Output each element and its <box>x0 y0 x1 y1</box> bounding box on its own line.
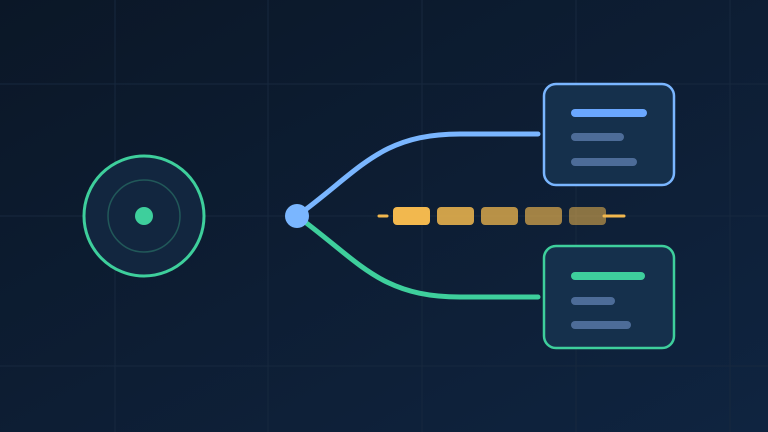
upper-card-line-3 <box>571 158 637 166</box>
lower-card-line-1 <box>571 272 645 280</box>
upper-branch-path <box>294 131 541 219</box>
upper-card-line-1 <box>571 109 647 117</box>
source-node-inner-ring <box>107 179 181 253</box>
queue-segment <box>481 207 518 225</box>
queue-segment <box>525 207 562 225</box>
lower-branch-path <box>294 213 541 300</box>
lower-card-line-3 <box>571 321 631 329</box>
queue-segment <box>437 207 474 225</box>
source-node <box>82 154 206 278</box>
queue-segment <box>569 207 606 225</box>
lower-card-line-2 <box>571 297 615 305</box>
queue-segment <box>393 207 430 225</box>
upper-card <box>542 82 676 187</box>
radar-target-icon <box>135 207 153 225</box>
upper-card-line-2 <box>571 133 624 141</box>
data-queue <box>377 207 626 225</box>
lower-card <box>542 244 676 350</box>
junction-dot-icon <box>285 204 309 228</box>
